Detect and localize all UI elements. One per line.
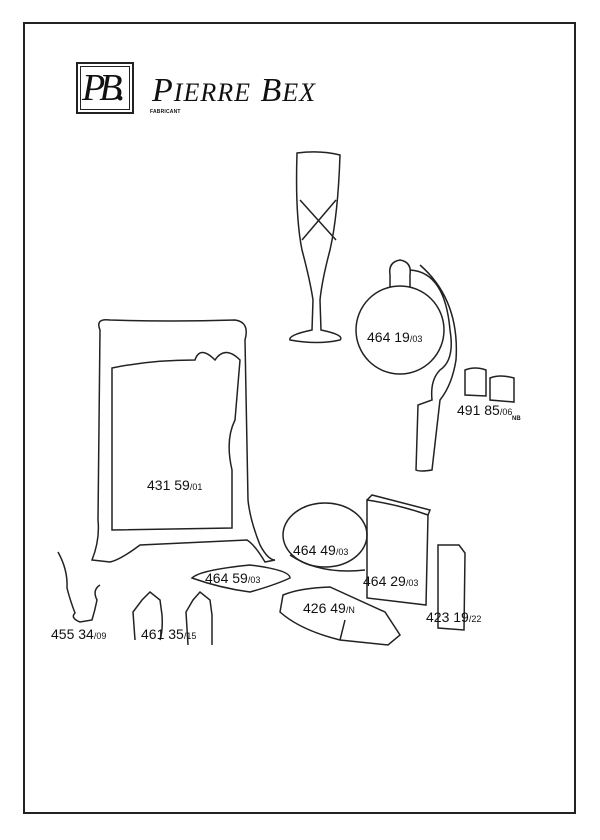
- logo-monogram-box: [76, 62, 134, 114]
- item-label-464-49: 464 49/03: [293, 542, 349, 558]
- champagne-flute-drawing: [289, 151, 342, 344]
- round-dish-drawing: [282, 502, 368, 572]
- small-boxes-drawing: [464, 367, 515, 403]
- item-label-491-85: 491 85/06: [457, 402, 513, 418]
- item-label-423-19: 423 19/22: [426, 609, 482, 625]
- page-frame: [23, 22, 576, 814]
- item-label-455-34: 455 34/09: [51, 626, 107, 642]
- pen-box-drawing: [279, 586, 401, 646]
- tray-drawing: [190, 564, 291, 593]
- item-label-464-59: 464 59/03: [205, 570, 261, 586]
- logo-monogram: PB.: [82, 67, 126, 109]
- item-label-464-19: 464 19/03: [367, 329, 423, 345]
- item-note-nb: NB: [512, 416, 521, 422]
- item-label-426-49: 426 49/N: [303, 600, 355, 616]
- item-label-431-59: 431 59/01: [147, 477, 203, 493]
- item-label-461-35: 461 35/15: [141, 626, 197, 642]
- brand-name: PIERRE BEX: [152, 72, 317, 109]
- perfume-bottles-drawing: [132, 590, 213, 646]
- perfume-atomizer-drawing: [355, 259, 458, 472]
- folded-card-drawing: [366, 494, 432, 606]
- vase-drawing: [57, 551, 101, 623]
- item-label-464-29: 464 29/03: [363, 573, 419, 589]
- mirror-frame-drawing: [90, 318, 276, 563]
- lighter-drawing: [437, 544, 466, 631]
- brand-tagline: FABRICANT: [150, 109, 181, 115]
